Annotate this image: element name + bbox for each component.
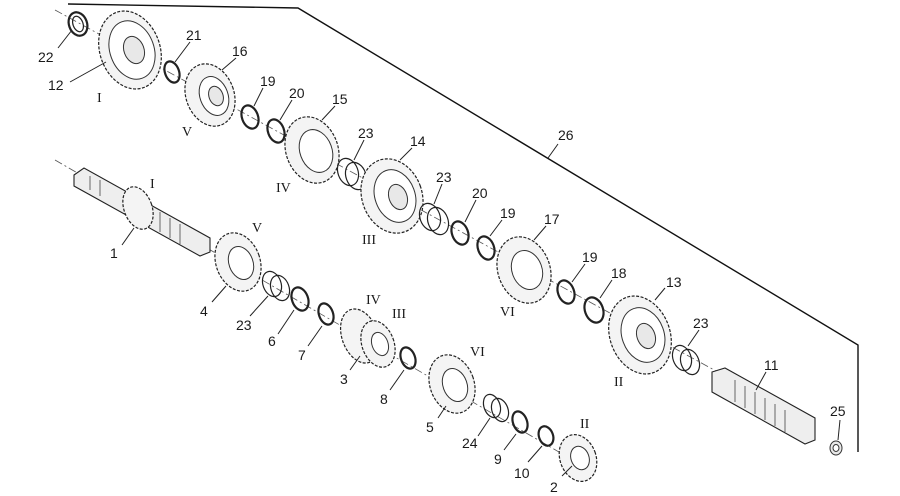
- callout-17: 17: [544, 211, 560, 227]
- part-1-input-shaft: [73, 167, 211, 257]
- marker-i-shaft: I: [150, 177, 155, 192]
- marker-iii-low: III: [392, 307, 406, 322]
- part-20-washer-mid: [450, 220, 470, 246]
- part-13-gear-ii: [608, 295, 672, 375]
- part-4-gear-v: [214, 232, 262, 292]
- part-10-circlip: [537, 425, 555, 447]
- part-18-washer: [583, 296, 605, 324]
- callout-19-c: 19: [582, 249, 598, 265]
- part-8-circlip: [399, 346, 417, 370]
- part-24-bushing: [482, 393, 510, 423]
- callout-3: 3: [340, 371, 348, 387]
- callout-13: 13: [666, 274, 682, 290]
- part-23-bushing-c: [671, 344, 701, 376]
- part-17-gear-vi: [496, 236, 552, 304]
- callout-16: 16: [232, 43, 248, 59]
- part-2-gear-ii: [558, 434, 598, 482]
- callout-26: 26: [558, 127, 574, 143]
- callout-1: 1: [110, 245, 118, 261]
- assembly-bracket: [67, 3, 859, 452]
- callout-23-d: 23: [236, 317, 252, 333]
- callout-25: 25: [830, 403, 846, 419]
- callout-22: 22: [38, 49, 54, 65]
- part-25-nut: [829, 440, 843, 456]
- part-21-ring: [163, 60, 181, 84]
- marker-ii-top: II: [614, 375, 624, 390]
- callout-21: 21: [186, 27, 202, 43]
- part-6-washer: [290, 286, 310, 312]
- part-16-gear-v: [184, 63, 236, 127]
- marker-vi-low: VI: [470, 345, 485, 360]
- callout-7: 7: [298, 347, 306, 363]
- part-15-gear-iv: [284, 116, 340, 184]
- callout-24: 24: [462, 435, 478, 451]
- gear-markers: I V IV III VI II I V IV III VI II: [97, 91, 624, 432]
- callout-8: 8: [380, 391, 388, 407]
- callout-11: 11: [764, 357, 779, 373]
- callout-23-a: 23: [358, 125, 374, 141]
- marker-iv-low: IV: [366, 293, 381, 308]
- callout-23-b: 23: [436, 169, 452, 185]
- marker-iv-top: IV: [276, 181, 291, 196]
- part-3-gear-cluster: [339, 308, 396, 368]
- part-7-circlip: [317, 302, 335, 326]
- part-19-circlip-upper: [240, 104, 260, 130]
- part-9-washer: [511, 410, 529, 434]
- marker-vi-top: VI: [500, 305, 515, 320]
- callout-12: 12: [48, 77, 64, 93]
- part-19-circlip-lower: [556, 279, 576, 305]
- part-22-washer: [67, 11, 89, 37]
- callout-20-a: 20: [289, 85, 305, 101]
- marker-i-top: I: [97, 91, 102, 106]
- callout-23-c: 23: [693, 315, 709, 331]
- callout-18: 18: [611, 265, 627, 281]
- part-11-output-shaft: [711, 367, 816, 445]
- marker-v-low: V: [252, 221, 262, 236]
- callout-5: 5: [426, 419, 434, 435]
- marker-ii-low: II: [580, 417, 590, 432]
- part-5-gear-vi: [428, 354, 476, 414]
- part-20-washer-upper: [266, 118, 286, 144]
- part-12-gear-i: [98, 10, 162, 90]
- callout-10: 10: [514, 465, 530, 481]
- part-23-bushing-d: [261, 270, 291, 302]
- callout-14: 14: [410, 133, 426, 149]
- callout-15: 15: [332, 91, 348, 107]
- marker-v-top: V: [182, 125, 192, 140]
- callout-4: 4: [200, 303, 208, 319]
- part-23-bushing-b: [418, 202, 450, 236]
- part-14-gear-iii: [360, 158, 424, 234]
- callout-19-b: 19: [500, 205, 516, 221]
- part-19-circlip-mid: [476, 235, 496, 261]
- callout-9: 9: [494, 451, 502, 467]
- callout-2: 2: [550, 479, 558, 495]
- callout-19-a: 19: [260, 73, 276, 89]
- callout-numbers: 22 21 12 16 19 20 15 23 14 26 23 20 19 1…: [38, 27, 846, 495]
- leader-lines: [57, 29, 841, 477]
- callout-6: 6: [268, 333, 276, 349]
- marker-iii-top: III: [362, 233, 376, 248]
- callout-20-b: 20: [472, 185, 488, 201]
